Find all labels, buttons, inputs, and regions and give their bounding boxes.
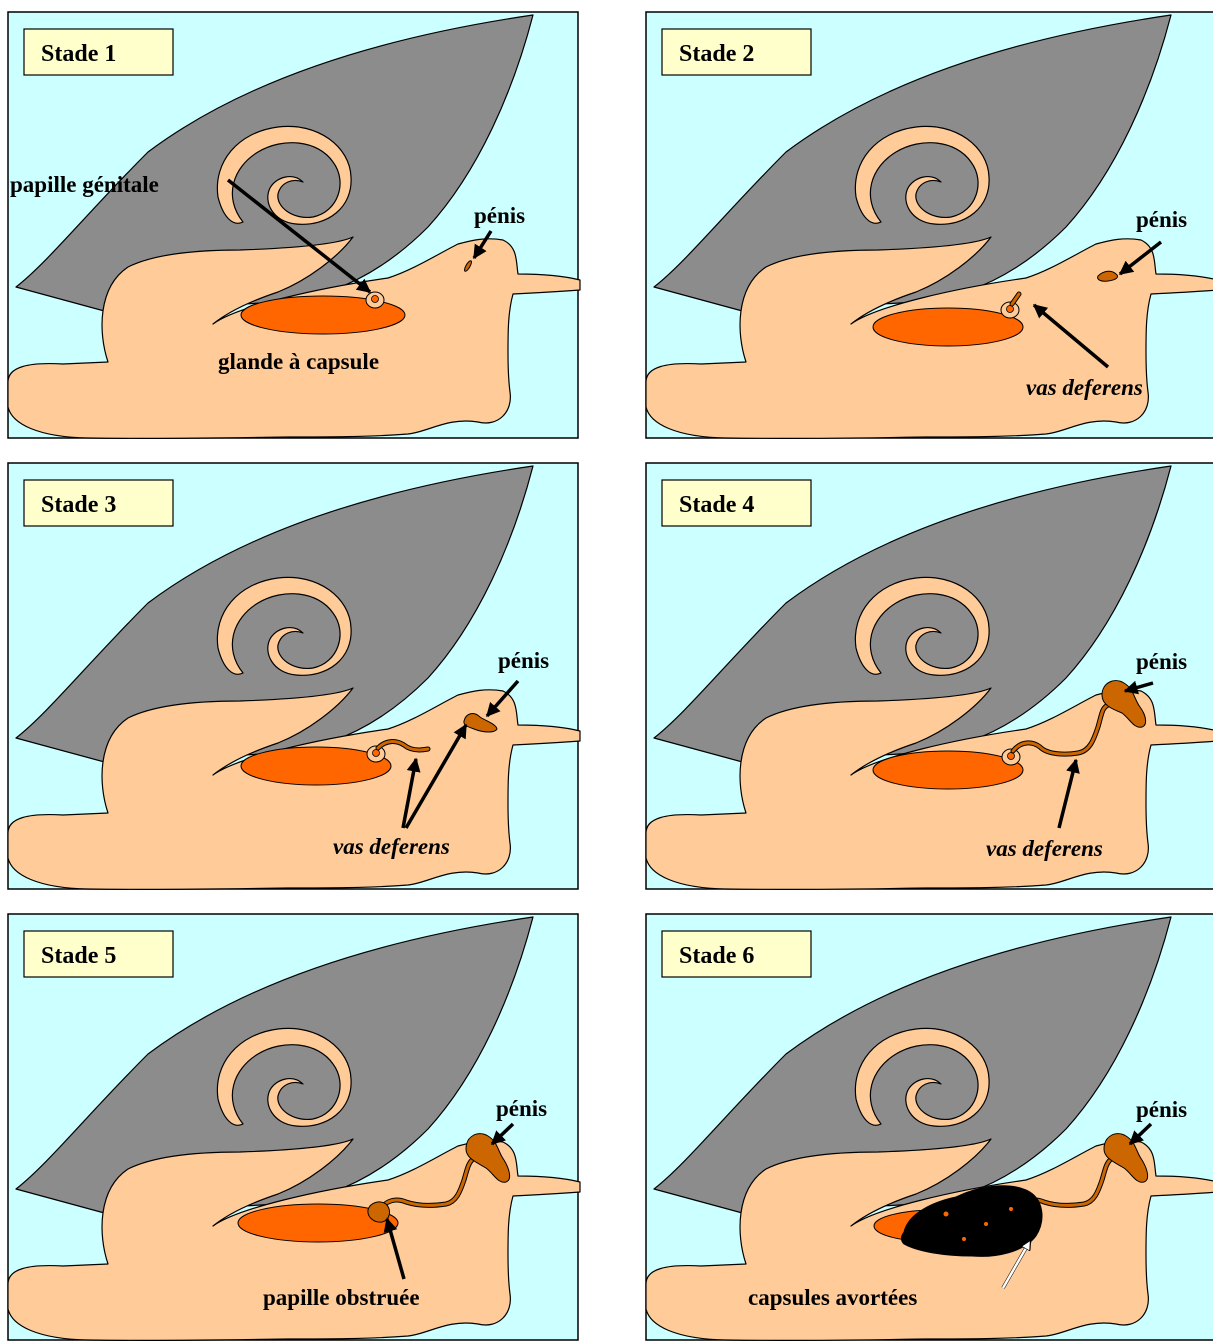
penis-label: pénis xyxy=(474,203,525,228)
penis-label: pénis xyxy=(1136,1097,1187,1122)
stage-title: Stade 5 xyxy=(41,943,116,969)
stage-title: Stade 6 xyxy=(679,943,754,969)
vas-label: vas deferens xyxy=(986,836,1103,861)
panel-stade-5: Stade 5 pénis papille obstruée xyxy=(8,914,580,1340)
capsules-label: capsules avortées xyxy=(748,1285,917,1310)
penis-label: pénis xyxy=(496,1096,547,1121)
penis-label: pénis xyxy=(1136,649,1187,674)
panel-stade-2: Stade 2 pénis vas deferens xyxy=(646,12,1213,438)
capsule-gland xyxy=(873,751,1023,789)
gland-label: glande à capsule xyxy=(218,349,379,374)
vas-label: vas deferens xyxy=(1026,375,1143,400)
panel-stade-6: Stade 6 pénis capsules avortées xyxy=(646,914,1213,1340)
stage-title: Stade 3 xyxy=(41,492,116,518)
vas-label: vas deferens xyxy=(333,834,450,859)
penis-label: pénis xyxy=(1136,207,1187,232)
capsule-gland xyxy=(873,308,1023,346)
stage-title: Stade 1 xyxy=(41,41,116,67)
panel-stade-3: Stade 3 pénis vas deferens xyxy=(8,463,580,889)
panel-stade-1: Stade 1 papille génitale pénis glande à … xyxy=(8,12,580,438)
papilla-label: papille génitale xyxy=(10,172,159,197)
papilla-label: papille obstruée xyxy=(263,1285,420,1310)
stage-title: Stade 4 xyxy=(679,492,754,518)
panel-stade-4: Stade 4 pénis vas deferens xyxy=(646,463,1213,889)
stage-title: Stade 2 xyxy=(679,41,754,67)
obstructed-papilla xyxy=(368,1202,390,1222)
penis-label: pénis xyxy=(498,648,549,673)
